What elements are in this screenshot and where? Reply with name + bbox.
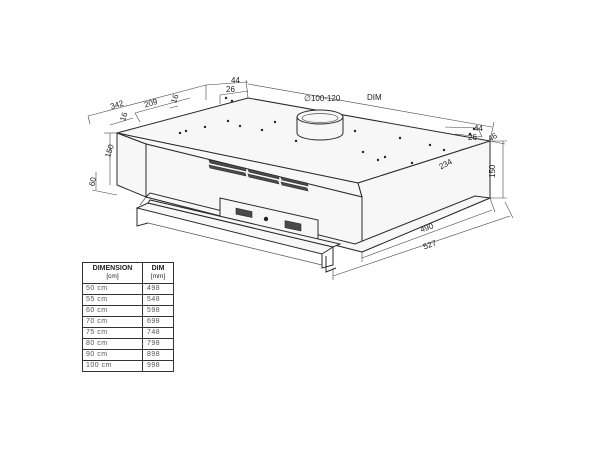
dimension-lines [87, 79, 514, 280]
cell-dim: 598 [142, 305, 174, 317]
label-44-right: 44 [474, 124, 483, 133]
cell-dimension: 100 cm [82, 360, 143, 372]
vent-slots [208, 159, 309, 192]
hood-body [116, 97, 492, 253]
mounting-holes [178, 96, 476, 165]
hood-left-side [116, 132, 147, 198]
slider-switch [235, 207, 253, 218]
label-26-top: 26 [226, 85, 235, 94]
label-342: 342 [109, 98, 125, 111]
header-dimension: DIMENSION [cm] [82, 262, 143, 284]
label-dim: DIM [367, 93, 382, 102]
cell-dimension: 70 cm [82, 316, 143, 328]
label-150-right: 150 [488, 164, 497, 178]
cell-dim: 748 [142, 327, 174, 339]
cell-dim: 548 [142, 294, 174, 306]
duct-collar [296, 109, 344, 141]
label-duct-diameter: ∅100-120 [304, 94, 341, 103]
cell-dim: 498 [142, 283, 174, 295]
label-16-b: 16 [118, 111, 129, 123]
cell-dim: 698 [142, 316, 174, 328]
filter-tray [135, 199, 342, 273]
cell-dimension: 80 cm [82, 338, 143, 350]
label-60: 60 [88, 176, 99, 187]
cell-dimension: 55 cm [82, 294, 143, 306]
label-490: 490 [419, 221, 435, 234]
table-header-row: DIMENSION [cm] DIM [mm] [82, 262, 174, 284]
cell-dimension: 50 cm [82, 283, 143, 295]
label-16-a: 16 [169, 93, 180, 105]
label-527: 527 [422, 238, 438, 251]
cell-dim: 998 [142, 360, 174, 372]
label-209: 209 [143, 97, 159, 110]
cell-dimension: 90 cm [82, 349, 143, 361]
rocker-switch [284, 220, 302, 232]
cell-dim: 798 [142, 338, 174, 350]
cell-dimension: 75 cm [82, 327, 143, 339]
label-150-left: 150 [103, 143, 116, 159]
cell-dim: 898 [142, 349, 174, 361]
cell-dimension: 60 cm [82, 305, 143, 317]
label-26-right: 26 [468, 133, 477, 142]
header-dim: DIM [mm] [142, 262, 174, 284]
label-44-top: 44 [231, 76, 240, 85]
control-knob [263, 216, 269, 222]
